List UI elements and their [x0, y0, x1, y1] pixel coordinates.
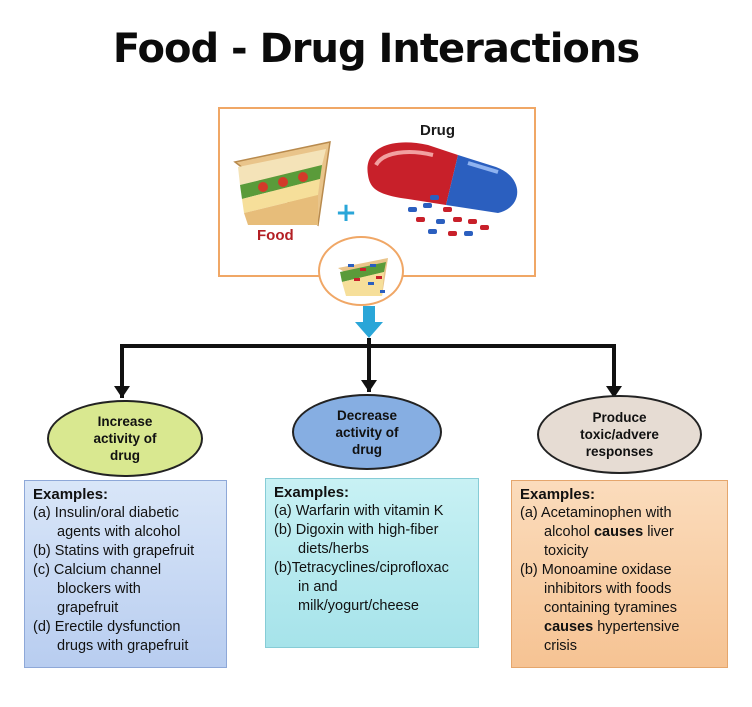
list-item: (b) Statins with grapefruit: [33, 543, 195, 559]
ellipse-label-line: activity of: [335, 424, 399, 440]
examples-heading: Examples:: [33, 486, 109, 503]
ellipse-label-line: Increase: [97, 414, 153, 429]
ellipse-label-line: toxic/advere: [580, 427, 659, 442]
plus-icon: +: [335, 198, 357, 228]
decrease-examples-box: Examples: (a) Warfarin with vitamin K (b…: [265, 478, 479, 648]
list-item: (a) Acetaminophen with alcohol causes li…: [520, 505, 674, 559]
list-item: (b) Monoamine oxidase inhibitors with fo…: [520, 562, 680, 654]
page-title: Food - Drug Interactions: [112, 26, 640, 72]
list-item: (d) Erectile dysfunction drugs with grap…: [33, 619, 189, 654]
toxic-responses-ellipse: Produce toxic/advere responses: [537, 395, 702, 474]
examples-heading: Examples:: [520, 486, 596, 503]
list-item: (a) Insulin/oral diabetic agents with al…: [33, 505, 181, 540]
food-drug-illustration: +: [233, 141, 518, 236]
examples-heading: Examples:: [274, 484, 350, 501]
ellipse-label-line: drug: [110, 448, 140, 463]
pills-icon: [408, 185, 489, 236]
ellipse-label-line: Produce: [592, 410, 647, 425]
sandwich-with-pills-icon: [338, 258, 388, 296]
down-arrow-icon: [355, 306, 383, 338]
toxic-examples-box: Examples: (a) Acetaminophen with alcohol…: [511, 480, 728, 668]
sandwich-icon: [233, 141, 331, 227]
ellipse-label-line: responses: [585, 444, 654, 459]
list-item: (b)Tetracyclines/ciprofloxac in and milk…: [274, 560, 449, 614]
decrease-activity-ellipse: Decrease activity of drug: [292, 394, 442, 470]
combined-food-drug-circle: [318, 236, 404, 306]
ellipse-label-line: drug: [352, 441, 382, 457]
ellipse-label-line: activity of: [93, 431, 157, 446]
increase-activity-ellipse: Increase activity of drug: [47, 400, 203, 477]
list-item: (a) Warfarin with vitamin K: [274, 503, 444, 519]
list-item: (b) Digoxin with high-fiber diets/herbs: [274, 522, 439, 557]
list-item: (c) Calcium channel blockers with grapef…: [33, 562, 162, 616]
ellipse-label-line: Decrease: [336, 407, 398, 423]
capsule-icon: [367, 142, 518, 213]
increase-examples-box: Examples: (a) Insulin/oral diabetic agen…: [24, 480, 227, 668]
food-label: Food: [257, 227, 294, 244]
drug-label: Drug: [420, 122, 455, 139]
